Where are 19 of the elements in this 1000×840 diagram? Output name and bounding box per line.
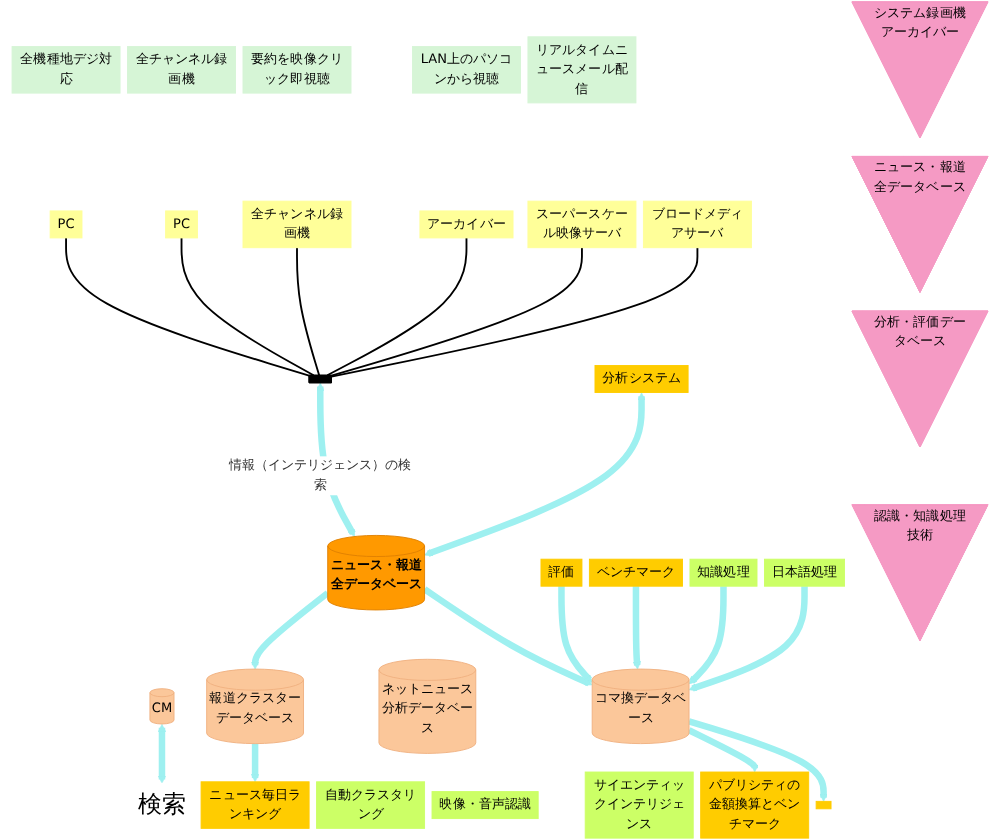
node-box <box>815 800 832 810</box>
arrow <box>422 586 593 687</box>
connector <box>326 237 468 377</box>
arrow <box>688 718 828 802</box>
connector <box>296 246 321 377</box>
connector <box>330 246 699 378</box>
arrow <box>251 743 260 783</box>
connector <box>330 246 583 377</box>
arrow <box>632 586 641 670</box>
arrow <box>558 586 593 683</box>
node-text: 検索 <box>137 790 187 819</box>
arrow <box>688 586 808 692</box>
connector <box>180 237 315 377</box>
connector <box>65 237 311 377</box>
arrow <box>688 586 727 685</box>
arrow <box>157 723 167 784</box>
arrow <box>424 392 646 557</box>
arrow <box>687 727 759 773</box>
arrow <box>251 590 330 670</box>
